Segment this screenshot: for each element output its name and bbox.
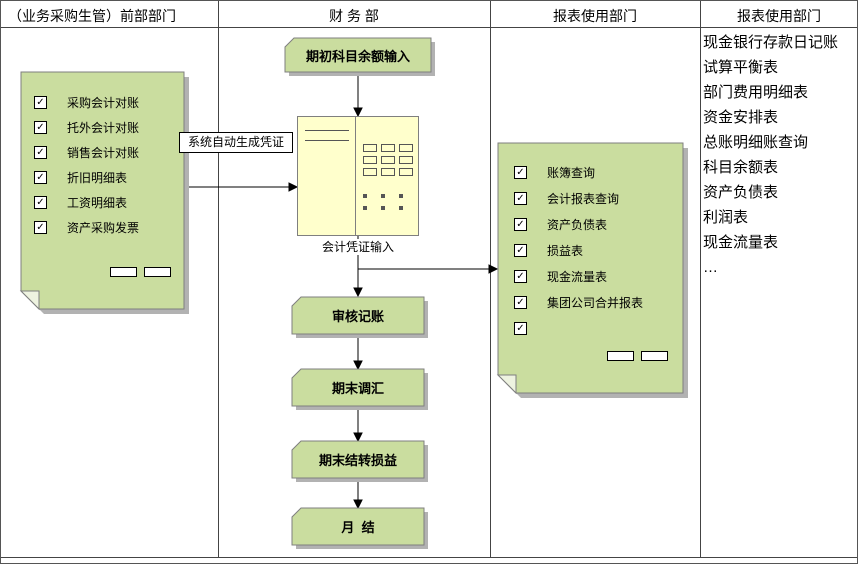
checklist-item-label: 销售会计对账: [67, 146, 140, 160]
report-list-item: 利润表: [703, 209, 749, 226]
checkbox-icon: ✓: [34, 121, 47, 134]
checklist-item: ✓ 折旧明细表: [34, 165, 184, 190]
process-label: 审核记账: [331, 309, 384, 324]
connector-adjust-to-carryforward: [353, 406, 363, 443]
report-list-item: 总账明细账查询: [703, 134, 809, 151]
process-label: 期末调汇: [331, 381, 384, 396]
lane-header-report-users-2: 报表使用部门: [737, 8, 821, 24]
process-box-audit-bookkeeping: 审核记账: [291, 296, 428, 338]
checkbox-icon: ✓: [34, 96, 47, 109]
checklist-item-label: 现金流量表: [547, 269, 608, 284]
connector-audit-to-adjust: [353, 334, 363, 371]
card-shape: [291, 296, 428, 338]
checkbox-icon: ✓: [514, 243, 527, 257]
report-list-item: 资产负债表: [703, 184, 779, 201]
checklist-item: ✓ 会计报表查询: [514, 185, 683, 211]
checklist-item: ✓ 现金流量表: [514, 263, 683, 289]
footer-box-2: [144, 267, 171, 277]
voucher-form: [297, 116, 419, 236]
footer-divider: [1, 557, 857, 558]
connector-voucher-to-report-note: [358, 264, 499, 274]
report-list-item: 科目余额表: [703, 159, 779, 176]
process-label: 月 结: [341, 520, 375, 535]
front-dept-note: ✓ 采购会计对账 ✓ 托外会计对账 ✓ 销售会计对账 ✓ 折旧明细表 ✓ 工资明…: [19, 71, 189, 314]
checklist-item-label: 账簿查询: [547, 165, 596, 180]
column-divider-1: [218, 1, 219, 557]
process-box-carry-forward-pl: 期末结转损益: [291, 440, 428, 482]
footer-box-2: [641, 351, 668, 361]
report-list-item: 试算平衡表: [703, 59, 779, 76]
checklist-item-label: 折旧明细表: [67, 171, 128, 185]
lane-header-front-dept: （业务采购生管）前部部门: [8, 8, 176, 24]
checkbox-icon: ✓: [514, 191, 527, 205]
checklist-item: ✓ 资产负债表: [514, 211, 683, 237]
checkbox-icon: ✓: [514, 217, 527, 231]
note-shape: [19, 71, 189, 314]
process-label: 期末结转损益: [318, 453, 397, 468]
checklist-item: ✓: [514, 315, 683, 341]
folded-corner-icon: [19, 290, 40, 311]
card-shape: [284, 37, 435, 76]
report-list-item: 现金流量表: [703, 234, 779, 251]
note-shape: [496, 142, 688, 398]
front-dept-checklist: ✓ 采购会计对账 ✓ 托外会计对账 ✓ 销售会计对账 ✓ 折旧明细表 ✓ 工资明…: [21, 90, 184, 240]
checklist-item-label: 工资明细表: [67, 196, 128, 210]
checklist-item-label: 托外会计对账: [67, 121, 140, 135]
checklist-item: ✓ 工资明细表: [34, 190, 184, 215]
checklist-item: ✓ 账簿查询: [514, 159, 683, 185]
checkbox-icon: ✓: [514, 269, 527, 283]
footer-box-1: [110, 267, 137, 277]
report-users-checklist: ✓ 账簿查询 ✓ 会计报表查询 ✓ 资产负债表 ✓ 损益表 ✓ 现金流量表 ✓ …: [498, 159, 683, 341]
checkbox-icon: ✓: [34, 196, 47, 209]
card-shape: [291, 440, 428, 482]
connector-note-to-voucher: [184, 182, 299, 192]
checkbox-icon: ✓: [514, 321, 527, 335]
connector-opening-to-voucher: [353, 72, 363, 118]
footer-box-1: [607, 351, 634, 361]
process-box-month-end-close: 月 结: [291, 507, 428, 549]
checklist-item-label: 资产负债表: [547, 217, 608, 232]
checkbox-icon: ✓: [514, 165, 527, 179]
voucher-input-label: 会计凭证输入: [297, 239, 419, 255]
report-users-note: ✓ 账簿查询 ✓ 会计报表查询 ✓ 资产负债表 ✓ 损益表 ✓ 现金流量表 ✓ …: [496, 142, 688, 398]
checklist-item-label: 集团公司合并报表: [547, 295, 644, 310]
header-divider: [1, 27, 857, 28]
report-list-item: 部门费用明细表: [703, 84, 809, 101]
lane-header-finance-dept: 财 务 部: [329, 8, 379, 24]
checklist-item: ✓ 资产采购发票: [34, 215, 184, 240]
checklist-item: ✓ 采购会计对账: [34, 90, 184, 115]
process-label: 期初科目余额输入: [305, 48, 410, 64]
auto-voucher-label: 系统自动生成凭证: [179, 132, 293, 153]
report-list-item: 现金银行存款日记账: [703, 34, 839, 51]
checklist-item-label: 会计报表查询: [547, 191, 620, 206]
lane-header-report-users-1: 报表使用部门: [553, 8, 637, 24]
process-box-period-end-exchange: 期末调汇: [291, 368, 428, 410]
checklist-item: ✓ 托外会计对账: [34, 115, 184, 140]
folded-corner-icon: [496, 374, 517, 395]
report-list-item: …: [703, 259, 718, 276]
report-list-item: 资金安排表: [703, 109, 779, 126]
checkbox-icon: ✓: [34, 221, 47, 234]
checkbox-icon: ✓: [34, 146, 47, 159]
note-footer-tabs: [607, 351, 668, 361]
checkbox-icon: ✓: [34, 171, 47, 184]
checklist-item-label: 资产采购发票: [67, 221, 140, 235]
note-footer-tabs: [110, 267, 171, 277]
checklist-item-label: 损益表: [547, 243, 584, 258]
column-divider-2: [490, 1, 491, 557]
checkbox-icon: ✓: [514, 295, 527, 309]
checklist-item: ✓ 集团公司合并报表: [514, 289, 683, 315]
checklist-item: ✓ 损益表: [514, 237, 683, 263]
column-divider-3: [700, 1, 701, 557]
card-shape: [291, 507, 428, 549]
checklist-item: ✓ 销售会计对账: [34, 140, 184, 165]
process-box-opening-balance: 期初科目余额输入: [284, 37, 435, 76]
checklist-item-label: 采购会计对账: [67, 96, 140, 110]
voucher-form-graphic: [297, 116, 419, 236]
report-list: 现金银行存款日记账 试算平衡表 部门费用明细表 资金安排表 总账明细账查询 科目…: [703, 30, 857, 280]
card-shape: [291, 368, 428, 410]
